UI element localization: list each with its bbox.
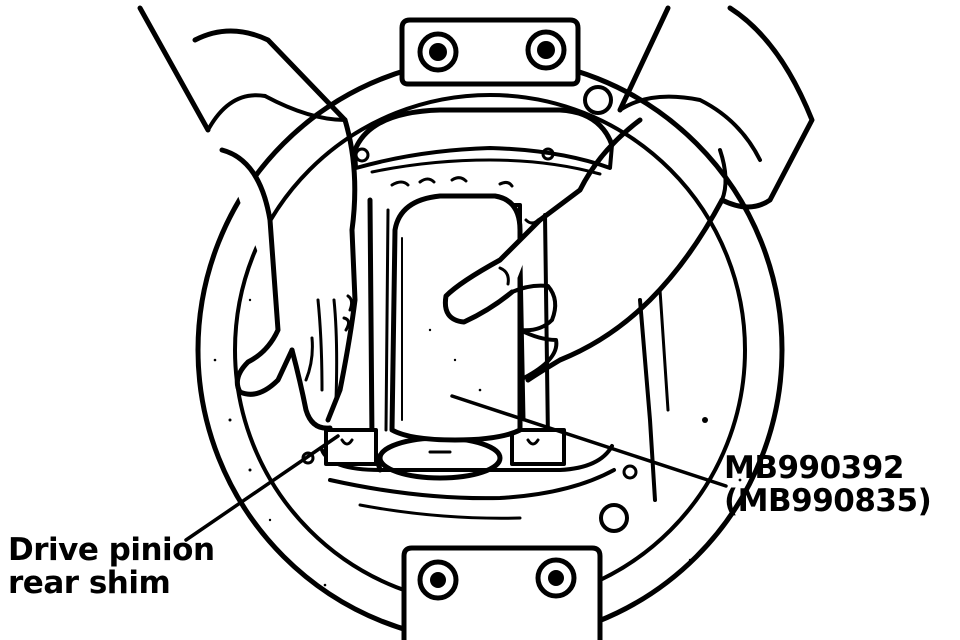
right-hand	[442, 5, 815, 502]
tool-leader-line	[450, 394, 728, 488]
left-hand	[137, 5, 358, 431]
bottom-bracket	[401, 545, 603, 640]
tool-part-number-label: MB990392 (MB990835)	[724, 450, 932, 520]
shim-label-line2: rear shim	[8, 565, 171, 602]
leader-lines	[184, 394, 728, 542]
drive-pinion-rear-shim-label: Drive pinion rear shim	[8, 532, 215, 602]
carrier-housing	[320, 107, 616, 520]
shim-label-line1: Drive pinion	[8, 532, 215, 568]
tool-alt-part-number: (MB990835)	[724, 483, 932, 520]
shim-leader-line	[184, 434, 340, 542]
flange-bolts	[301, 85, 638, 533]
tool-part-number: MB990392	[724, 450, 904, 486]
top-bracket	[399, 17, 581, 87]
